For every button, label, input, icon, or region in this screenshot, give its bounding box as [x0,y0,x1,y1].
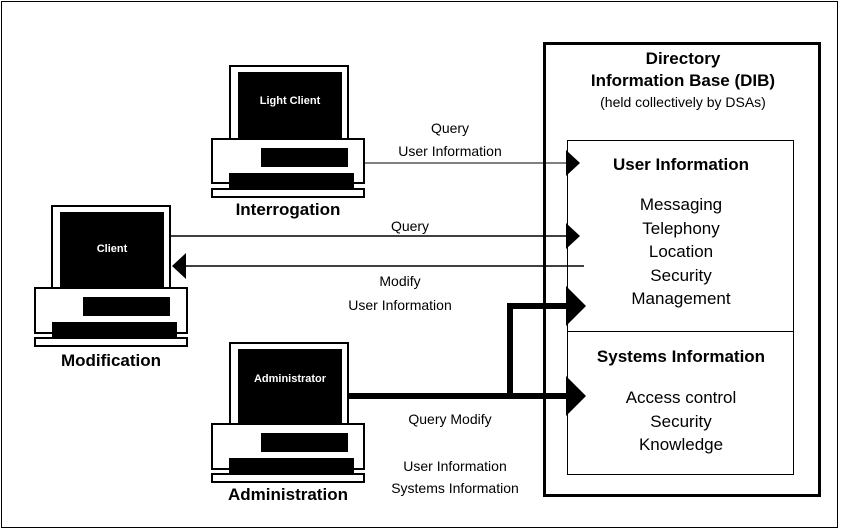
user-info-list: Messaging Telephony Location Security Ma… [568,193,794,311]
client-query-label: Query [390,218,430,234]
admin-screen-label: Administrator [253,373,327,385]
interrogation-caption: Interrogation [235,200,341,219]
systems-info-item-security: Security [650,411,712,431]
client-modify-arrowhead [172,253,186,279]
client-modify-label: Modify [379,273,421,289]
user-info-item-security: Security [650,265,712,285]
systems-info-list: Access control Security Knowledge [568,386,794,457]
light-query-info-label: User Information [398,143,502,159]
admin-user-arrowhead [566,286,586,326]
systems-info-heading: Systems Information [596,347,766,366]
systems-info-item-knowledge: Knowledge [638,435,724,454]
admin-arrow-path [348,303,568,399]
admin-ops-label: Query Modify [408,411,492,427]
user-info-heading: User Information [612,155,750,174]
light-client-screen-label: Light Client [259,95,321,107]
administration-caption: Administration [228,485,348,504]
dib-subtitle: (held collectively by DSAs) [600,94,766,110]
admin-systems-arrowhead [566,376,586,416]
admin-info-label: User Information [403,458,507,474]
admin-systems-info-label: Systems Information [391,480,519,496]
dib-inner-box [567,140,794,475]
user-info-item-management: Management [631,289,731,308]
user-info-item-location: Location [648,242,714,261]
dib-title-line1: Directory [645,49,721,68]
light-query-label: Query [430,120,470,136]
systems-info-item-access-control: Access control [625,388,737,407]
client-query-arrowhead [566,223,580,249]
light-query-arrowhead [566,150,580,176]
admin-computer-icon [211,342,365,483]
client-screen-label: Client [96,243,128,255]
user-info-item-messaging: Messaging [639,195,723,214]
client-computer-icon [34,205,188,347]
user-info-item-telephony: Telephony [642,218,720,238]
client-modify-info-label: User Information [348,297,452,313]
modification-caption: Modification [60,351,162,370]
dib-title-line2: Information Base (DIB) [590,71,776,90]
light-client-computer-icon [211,65,365,198]
